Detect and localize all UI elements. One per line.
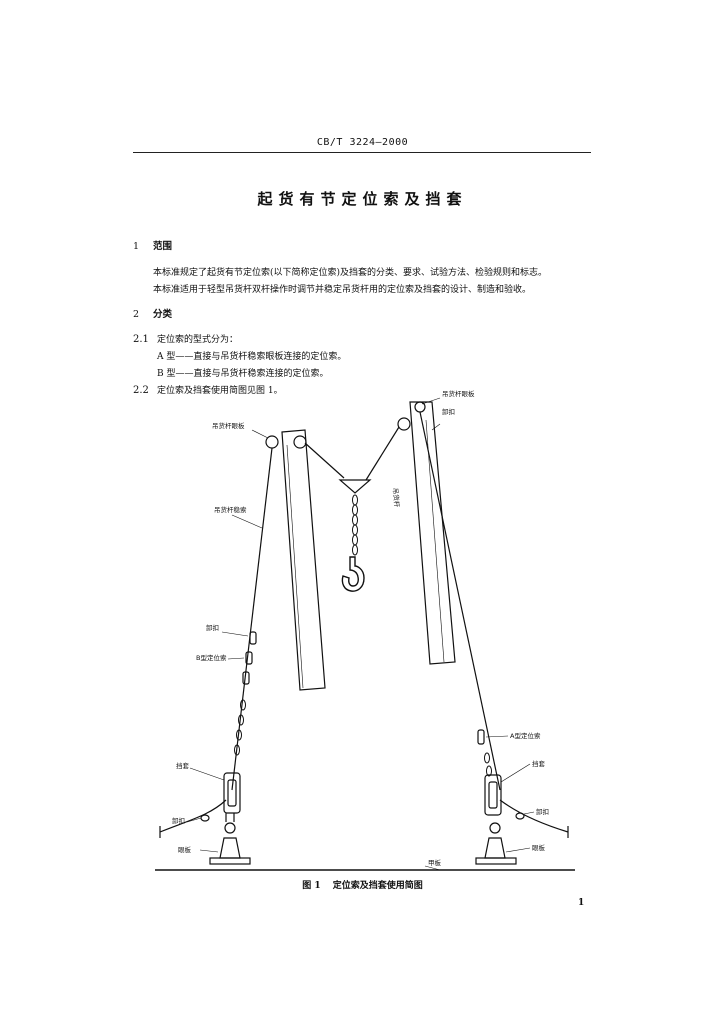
- right-boom-inner-eye: [397, 417, 411, 431]
- label-eye-plate-left: 吊货杆眼板: [212, 421, 245, 430]
- left-b-type-locator: [245, 651, 253, 665]
- paragraph: 本标准规定了起货有节定位索(以下简称定位索)及挡套的分类、要求、试验方法、检验规…: [153, 268, 548, 278]
- document-title: 起货有节定位索及挡套: [257, 190, 468, 208]
- left-deck-shackle: [224, 822, 236, 834]
- right-chain-links: [484, 752, 492, 777]
- right-a-type-locator: [477, 729, 485, 745]
- left-boom: [281, 429, 326, 691]
- standard-code: CB/T 3224—2000: [316, 137, 409, 148]
- label-cargo-boom: 吊货杆: [391, 487, 402, 508]
- right-boom-edge: [425, 419, 445, 663]
- left-fitting-link: [225, 813, 235, 822]
- clause-type-b: B 型——直接与吊货杆稳索连接的定位索。: [157, 369, 329, 379]
- label-guard-left: 挡套: [176, 761, 190, 770]
- clause-number: 2.2: [133, 385, 149, 396]
- label-b-type: B型定位索: [196, 653, 227, 662]
- left-guard-sleeve: [223, 772, 241, 814]
- section-number: 2: [133, 309, 140, 320]
- clause-text: 定位索及挡套使用简图见图 1。: [157, 386, 283, 396]
- right-deck-base: [475, 857, 517, 865]
- right-guard-inner: [488, 781, 498, 809]
- page-number: 1: [578, 898, 585, 908]
- label-shackle-left-low: 卸扣: [172, 816, 185, 825]
- label-deck: 甲板: [428, 858, 442, 867]
- cargo-hook: [341, 556, 365, 592]
- left-boom-edge: [286, 444, 304, 689]
- section-heading-text: 范围: [153, 241, 173, 252]
- left-stay-rope: [231, 447, 273, 791]
- left-deck-base: [209, 857, 251, 865]
- figure-caption: 图 1 定位索及挡套使用简图: [0, 878, 725, 891]
- label-guard-right: 挡套: [532, 759, 546, 768]
- span-rope-left: [304, 442, 345, 479]
- triangle-plate: [338, 479, 372, 494]
- right-tail-shackle: [515, 812, 525, 820]
- label-deck-plate-left: 眼板: [178, 845, 192, 854]
- right-deck-eye-plate: [484, 837, 506, 859]
- right-guard-sleeve: [484, 774, 502, 816]
- clause-number: 2.1: [133, 334, 149, 345]
- section-2-heading: 2 分类: [133, 306, 172, 320]
- paragraph: 本标准适用于轻型吊货杆双杆操作时调节并稳定吊货杆用的定位索及挡套的设计、制造和验…: [153, 285, 532, 295]
- left-guard-inner: [227, 779, 237, 807]
- right-boom: [409, 401, 456, 665]
- left-link: [242, 671, 250, 685]
- left-chain-links: [234, 699, 246, 756]
- label-a-type: A型定位索: [510, 731, 541, 740]
- label-stay-rope: 吊货杆稳索: [214, 505, 247, 514]
- left-tail-rope: [159, 799, 227, 833]
- header-rule: [133, 152, 591, 153]
- hook-chain: [352, 494, 358, 556]
- label-deck-plate-right: 眼板: [532, 843, 546, 852]
- right-deck-shackle: [489, 822, 501, 834]
- clause-2-1: 2.1 定位索的型式分为：: [133, 332, 238, 345]
- label-shackle-right-low: 卸扣: [536, 807, 549, 816]
- left-boom-inner-eye: [293, 435, 307, 449]
- label-shackle-left: 卸扣: [206, 623, 219, 632]
- clause-2-2: 2.2 定位索及挡套使用简图见图 1。: [133, 383, 283, 396]
- figure-number: 图 1: [302, 881, 321, 891]
- clause-text: 定位索的型式分为：: [157, 335, 239, 345]
- section-heading-text: 分类: [153, 309, 173, 320]
- label-eye-plate-right: 吊货杆眼板: [442, 389, 475, 398]
- right-stay-rope: [419, 411, 501, 791]
- left-shackle: [249, 631, 257, 645]
- label-shackle-top: 卸扣: [442, 407, 455, 416]
- section-number: 1: [133, 241, 140, 252]
- clause-type-a: A 型——直接与吊货杆稳索眼板连接的定位索。: [157, 352, 347, 362]
- section-1-heading: 1 范围: [133, 238, 172, 252]
- span-rope-right: [365, 426, 400, 481]
- right-tail-rope: [499, 799, 569, 833]
- figure-caption-text: 定位索及挡套使用简图: [332, 881, 423, 891]
- left-deck-eye-plate: [219, 837, 241, 859]
- left-tail-shackle: [200, 814, 210, 822]
- leader-lines: [186, 397, 535, 871]
